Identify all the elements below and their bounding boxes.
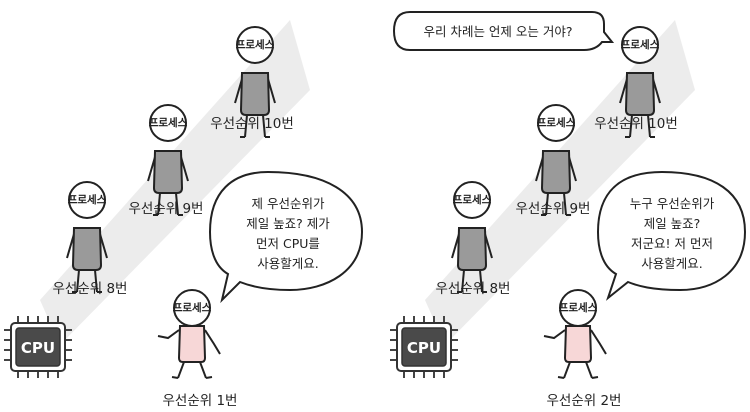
speech-line: 저군요! 저 먼저 <box>631 236 713 251</box>
speech-line: 사용할게요. <box>641 256 702 271</box>
speech-line: 제일 높죠? 제가 <box>246 216 330 231</box>
priority-label: 우선순위 10번 <box>594 116 678 132</box>
process-head-label: 프로세스 <box>149 116 188 129</box>
speech-bubble: 누구 우선순위가 제일 높죠? 저군요! 저 먼저 사용할게요. <box>596 170 747 301</box>
process-head-label: 프로세스 <box>559 301 598 314</box>
process-head-label: 프로세스 <box>236 38 275 51</box>
process-figure: 프로세스 <box>619 26 661 138</box>
process-head-label: 프로세스 <box>537 116 576 129</box>
top-speech-bubble: 우리 차례는 언제 오는 거야? <box>392 11 615 51</box>
speech-line: 제일 높죠? <box>644 216 701 231</box>
priority-label: 우선순위 10번 <box>210 116 294 132</box>
priority-label: 우선순위 8번 <box>436 281 511 297</box>
priority-label: 우선순위 9번 <box>129 201 204 217</box>
cpu-label: CPU <box>21 339 55 357</box>
cpu-core <box>401 327 447 367</box>
process-figure: 프로세스 <box>535 104 577 216</box>
cpu-core <box>15 327 61 367</box>
process-head-label: 프로세스 <box>173 301 212 314</box>
speech-line: 누구 우선순위가 <box>630 196 715 211</box>
process-head-label: 프로세스 <box>621 38 660 51</box>
priority-label: 우선순위 2번 <box>547 393 622 409</box>
left-panel: CPU 프로세스 우선순위 10번 프로세스 우선순위 9번 <box>4 20 364 409</box>
process-head-label: 프로세스 <box>68 193 107 206</box>
priority-label: 우선순위 8번 <box>53 281 128 297</box>
process-figure: 프로세스 <box>451 181 493 293</box>
process-figure: 프로세스 <box>234 26 276 138</box>
speech-line: 제 우선순위가 <box>252 196 325 211</box>
active-process-figure: 프로세스 <box>543 289 607 379</box>
process-figure: 프로세스 <box>147 104 189 216</box>
cpu-chip: CPU <box>4 316 72 378</box>
priority-label: 우선순위 9번 <box>516 201 591 217</box>
speech-line: 먼저 CPU를 <box>256 236 320 251</box>
right-panel: 우리 차례는 언제 오는 거야? CPU <box>390 11 747 409</box>
process-head-label: 프로세스 <box>453 193 492 206</box>
cpu-chip: CPU <box>390 316 458 378</box>
top-speech-text: 우리 차례는 언제 오는 거야? <box>423 24 572 39</box>
priority-label: 우선순위 1번 <box>163 393 238 409</box>
speech-line: 사용할게요. <box>257 256 318 271</box>
active-process-figure: 프로세스 <box>157 289 221 379</box>
speech-bubble: 제 우선순위가 제일 높죠? 제가 먼저 CPU를 사용할게요. <box>208 170 364 304</box>
process-figure: 프로세스 <box>66 181 108 293</box>
cpu-label: CPU <box>407 339 441 357</box>
